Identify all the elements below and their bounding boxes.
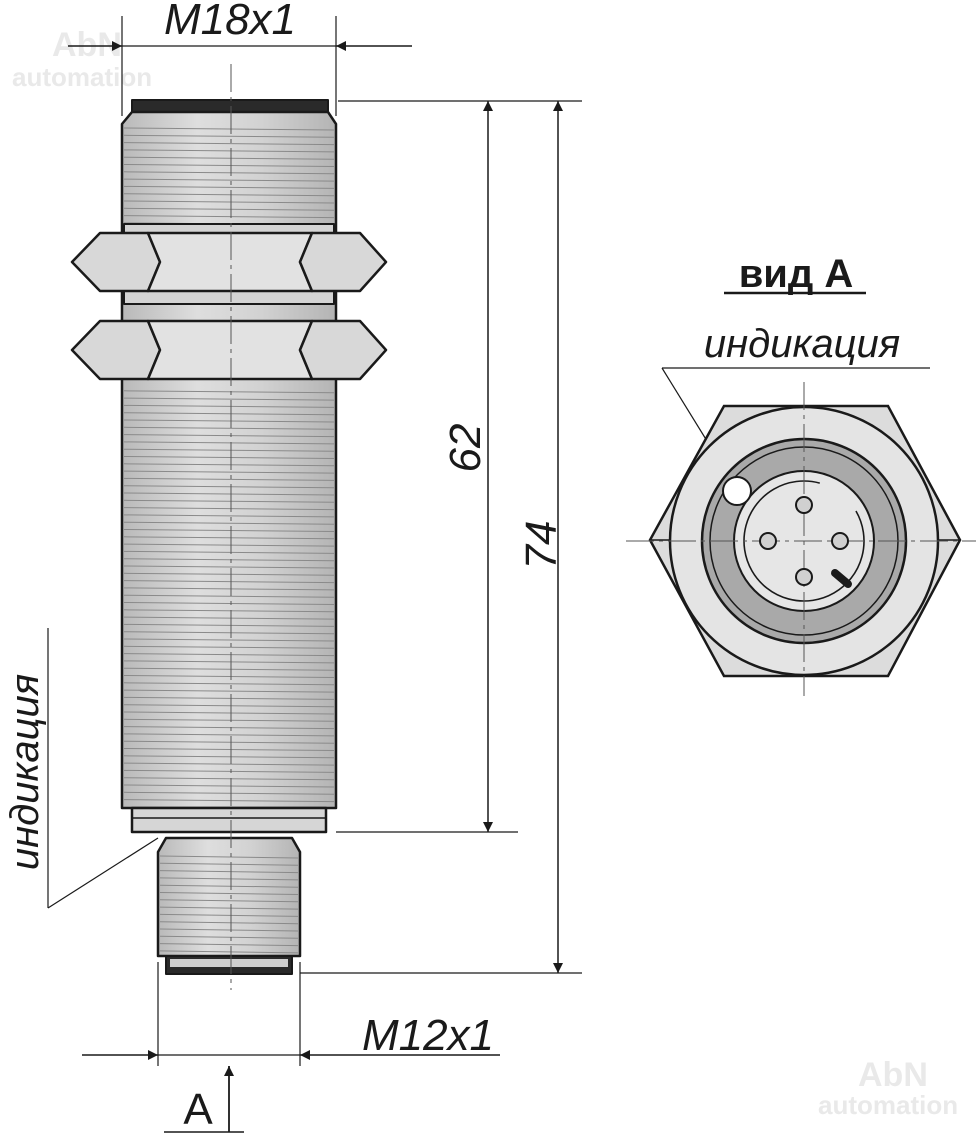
pin-4 <box>795 568 813 586</box>
dim-74-label: 74 <box>517 521 566 570</box>
dimension-74: 74 <box>300 101 582 974</box>
indicator-led <box>722 476 752 506</box>
watermark-brand: AbN <box>52 26 122 64</box>
connector-threads <box>159 855 299 954</box>
view-title: вид А <box>739 252 854 296</box>
m18-label: M18x1 <box>164 0 296 44</box>
indicator-side-label: индикация <box>3 674 47 870</box>
indicator-callout-side: индикация <box>3 628 159 909</box>
view-marker-label: А <box>183 1085 213 1134</box>
hex-nut-upper <box>70 223 388 305</box>
sensor-flange <box>130 806 328 834</box>
watermark-brand: AbN <box>858 1056 928 1094</box>
pin-2 <box>759 532 777 550</box>
dimension-62: 62 <box>336 100 582 833</box>
m12-label: M12x1 <box>362 1011 494 1060</box>
connector-body <box>156 836 302 958</box>
body-threads <box>123 127 335 803</box>
view-marker-a: А <box>164 1066 244 1134</box>
watermark-bottom: AbN automation <box>818 1056 958 1120</box>
watermark-tagline: automation <box>12 62 152 92</box>
dim-62-label: 62 <box>441 424 490 473</box>
dimension-m18: M18x1 <box>68 0 412 116</box>
dimension-m12: M12x1 <box>82 962 500 1066</box>
watermark-top: AbN automation <box>12 26 152 92</box>
connector-key <box>831 569 852 588</box>
hex-nut-lower <box>70 319 388 381</box>
end-view: вид А индикация <box>626 252 976 696</box>
pin-1 <box>795 496 813 514</box>
watermark-tagline: automation <box>818 1090 958 1120</box>
pin-3 <box>831 532 849 550</box>
sensor-side-view <box>70 64 388 990</box>
indicator-view-label: индикация <box>704 322 900 366</box>
